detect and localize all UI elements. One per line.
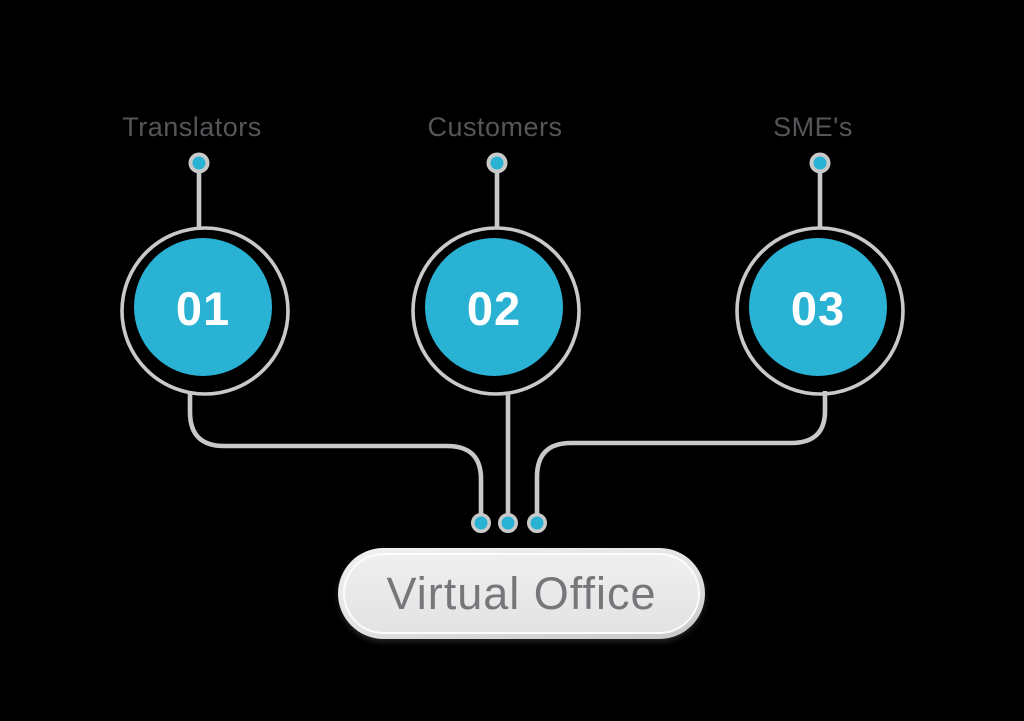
top-dot-ring-smes [809,152,831,174]
node-number-customers: 02 [466,281,522,335]
bottom-dot-middle [501,516,515,530]
node-label-smes: SME's [773,112,853,142]
top-dot-customers [490,156,504,170]
connector-translators [187,391,484,514]
bottom-dot-right [530,516,544,530]
node-ring-translators [120,226,290,396]
node-circle-translators: 01 [134,238,272,376]
top-dot-translators [192,156,206,170]
top-dot-ring-customers [486,152,508,174]
node-ring-smes [735,226,905,396]
node-circle-customers: 02 [425,238,563,376]
node-circle-smes: 03 [749,238,887,376]
virtual-office-label: Virtual Office [343,553,700,634]
bottom-dot-left [474,516,488,530]
node-label-translators: Translators [122,112,262,142]
bottom-dot-ring-left [471,513,491,533]
top-dot-ring-translators [188,152,210,174]
connector-smes [534,391,828,514]
bottom-dot-ring-right [527,513,547,533]
node-label-customers: Customers [427,112,563,142]
node-number-smes: 03 [790,281,846,335]
node-ring-customers [411,226,581,396]
bottom-dot-ring-middle [498,513,518,533]
virtual-office-pill: Virtual Office [338,548,705,639]
node-number-translators: 01 [175,281,231,335]
top-dot-smes [813,156,827,170]
